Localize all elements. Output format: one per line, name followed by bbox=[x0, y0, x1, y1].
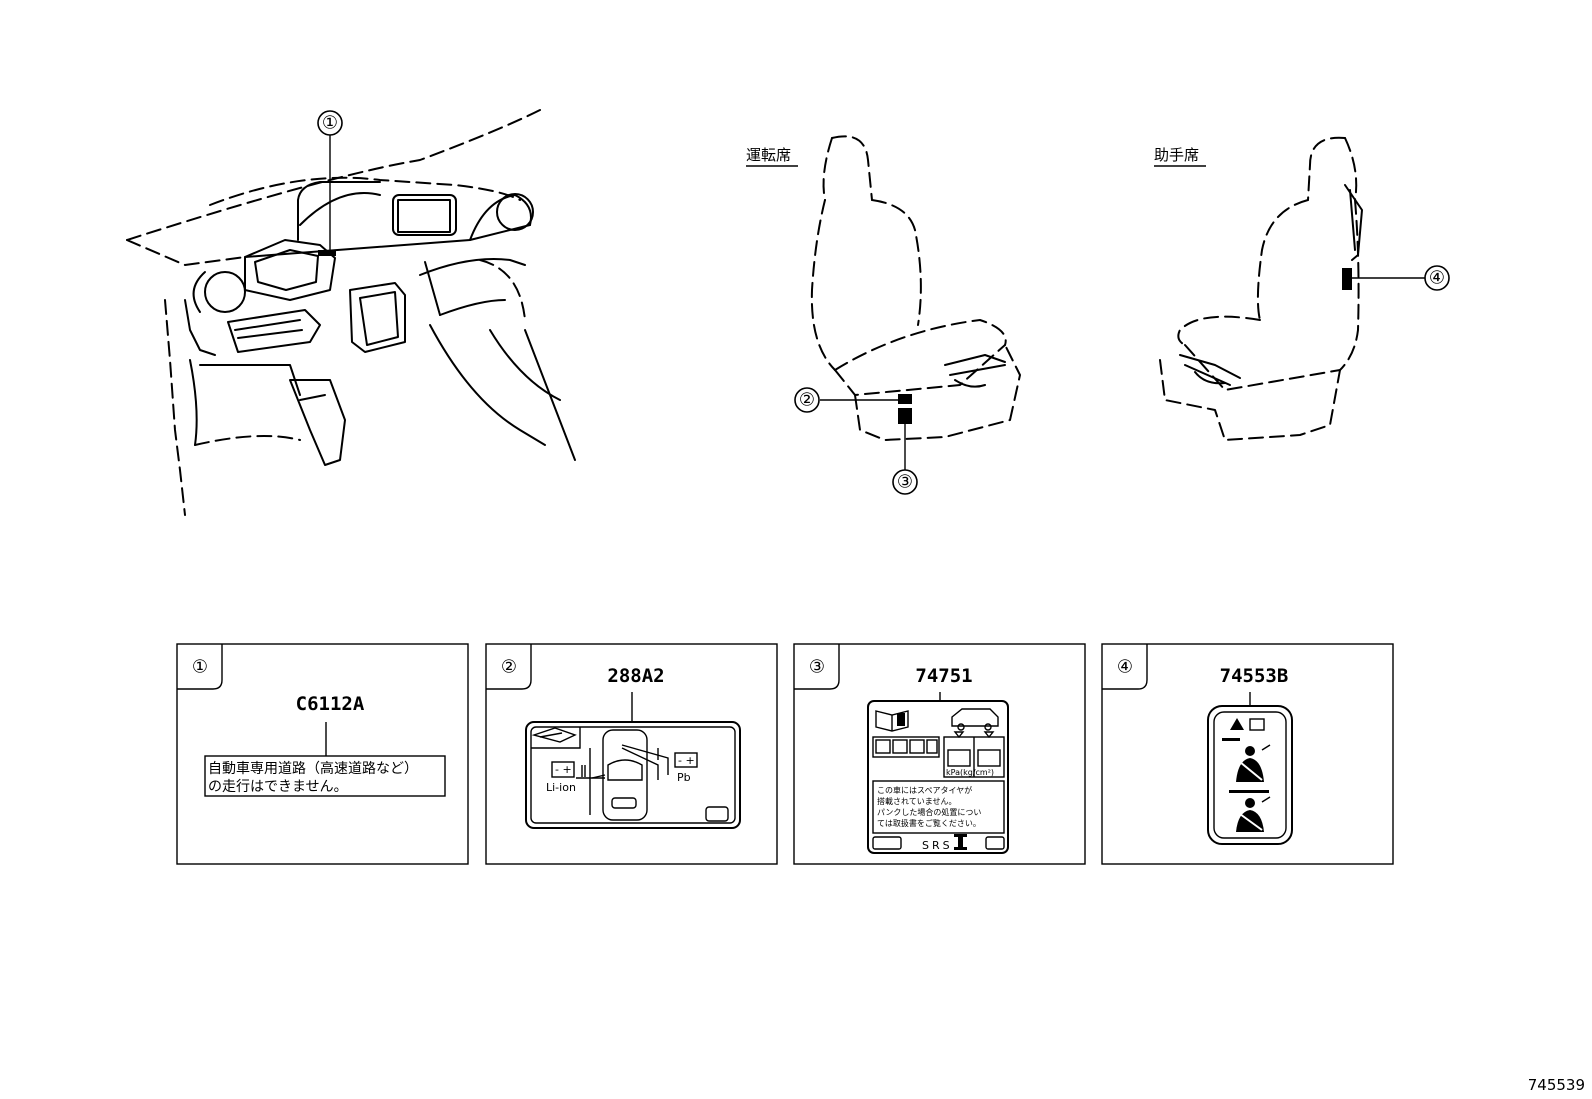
panel-2-part-number: 288A2 bbox=[607, 665, 664, 687]
panel-3-unit: kPa(kg/cm²) bbox=[946, 768, 994, 777]
panel-3-srs: SRS bbox=[922, 839, 953, 852]
panel-2-pb-label: Pb bbox=[677, 771, 691, 784]
passenger-seat-label: 助手席 bbox=[1154, 146, 1199, 164]
callout-1: ① bbox=[317, 110, 343, 136]
panel-1-text-line2: の走行はできません。 bbox=[208, 779, 348, 795]
svg-text:③: ③ bbox=[897, 472, 913, 493]
svg-text:④: ④ bbox=[1429, 268, 1445, 289]
dashboard-illustration bbox=[126, 109, 576, 516]
panel-1-text-line1: 自動車専用道路（高速道路など） bbox=[208, 760, 418, 777]
panel-2-li-ion-label: Li-ion bbox=[546, 781, 576, 794]
callout-2: ② bbox=[794, 387, 820, 413]
panel-3-note-line4: ては取扱書をご覧ください。 bbox=[877, 818, 981, 828]
panel-3-note-line2: 搭載されていません。 bbox=[877, 796, 957, 806]
panel-1-badge: ① bbox=[192, 657, 208, 678]
label-panel-4: ④ 74553B bbox=[1101, 643, 1394, 865]
svg-text:②: ② bbox=[799, 390, 815, 411]
passenger-seat-illustration bbox=[1159, 136, 1425, 441]
callout-3: ③ bbox=[892, 469, 918, 495]
label-panel-1: ① C6112A 自動車専用道路（高速道路など） の走行はできません。 bbox=[176, 643, 469, 865]
panel-4-part-number: 74553B bbox=[1220, 665, 1289, 687]
panel-3-part-number: 74751 bbox=[915, 665, 972, 687]
panel-4-badge: ④ bbox=[1117, 657, 1133, 678]
label-panel-2: ② 288A2 - + Li-ion - + Pb bbox=[485, 643, 778, 865]
svg-text:- +: - + bbox=[555, 763, 572, 776]
panel-3-note-line1: この車にはスペアタイヤが bbox=[877, 785, 972, 795]
panel-3-badge: ③ bbox=[809, 657, 825, 678]
panel-1-part-number: C6112A bbox=[296, 693, 365, 715]
callout-4: ④ bbox=[1424, 265, 1450, 291]
panel-3-note-line3: パンクした場合の処置につい bbox=[877, 807, 981, 817]
driver-seat-illustration bbox=[810, 135, 1021, 470]
panel-2-badge: ② bbox=[501, 657, 517, 678]
label-panel-3: ③ 74751 kPa(kg/cm²) この車にはスペアタイヤが 搭載されていま… bbox=[793, 643, 1086, 865]
svg-text:①: ① bbox=[322, 113, 338, 134]
driver-seat-label: 運転席 bbox=[746, 146, 791, 164]
svg-text:- +: - + bbox=[678, 754, 695, 767]
figure-id: 745539 bbox=[1528, 1076, 1585, 1094]
